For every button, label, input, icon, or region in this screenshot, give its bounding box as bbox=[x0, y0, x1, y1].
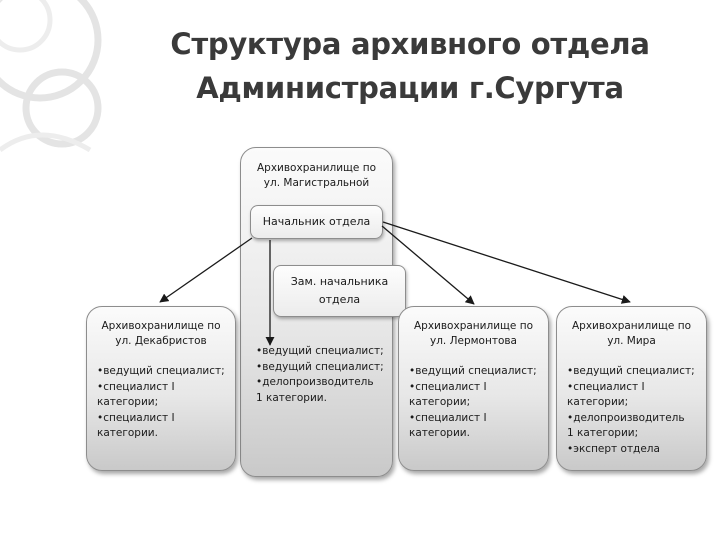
node-magistralnaya-title-1: Архивохранилище по bbox=[256, 162, 376, 174]
node-magistralnaya-title-2: ул. Магистральной bbox=[263, 177, 370, 189]
staff-item: •специалист I bbox=[97, 411, 175, 424]
staff-item: •делопроизводитель bbox=[256, 376, 374, 388]
staff-item: 1 категории; bbox=[567, 427, 639, 439]
arrow-to-mira bbox=[382, 221, 631, 304]
node-mira: Архивохранилище по ул. Мира •ведущий спе… bbox=[556, 306, 707, 471]
node-dekabristov: Архивохранилище по ул. Декабристов •веду… bbox=[86, 306, 236, 471]
arrow-to-lermontova bbox=[381, 225, 475, 305]
node-lermontova-title-2: ул. Лермонтова bbox=[430, 335, 517, 347]
staff-item: категории; bbox=[567, 396, 629, 408]
staff-item: 1 категории. bbox=[256, 391, 327, 404]
staff-item: •ведущий специалист; bbox=[409, 365, 537, 377]
staff-item: категории. bbox=[97, 427, 158, 439]
arrow-to-dekabristov bbox=[159, 237, 253, 303]
node-dekabristov-staff: •ведущий специалист; •специалист I катег… bbox=[97, 364, 225, 442]
staff-item: •ведущий специалист; bbox=[256, 345, 384, 357]
title-line-2: Администрации г.Сургута bbox=[196, 71, 624, 105]
staff-item: категории; bbox=[409, 396, 471, 408]
staff-item: категории. bbox=[409, 427, 470, 439]
staff-item: •ведущий специалист; bbox=[97, 365, 225, 377]
node-deputy: Зам. начальника отдела bbox=[273, 265, 406, 317]
node-mira-title-2: ул. Мира bbox=[607, 335, 656, 347]
node-mira-staff: •ведущий специалист; •специалист I катег… bbox=[567, 364, 695, 457]
node-lermontova-title-1: Архивохранилище по bbox=[413, 320, 533, 332]
staff-item: •ведущий специалист; bbox=[567, 365, 695, 377]
staff-item: •специалист I bbox=[97, 380, 175, 393]
staff-item: •эксперт отдела bbox=[567, 442, 660, 455]
node-mira-title-1: Архивохранилище по bbox=[571, 320, 691, 332]
node-lermontova: Архивохранилище по ул. Лермонтова •ведущ… bbox=[398, 306, 549, 471]
staff-item: •специалист I bbox=[409, 380, 487, 393]
page-title: Структура архивного отдела Администрации… bbox=[120, 22, 700, 110]
staff-item: •ведущий специалист; bbox=[256, 360, 384, 373]
staff-item: •специалист I bbox=[567, 380, 645, 393]
node-magistralnaya-staff: •ведущий специалист; •ведущий специалист… bbox=[256, 344, 384, 406]
node-dekabristov-title-1: Архивохранилище по bbox=[101, 320, 221, 332]
node-deputy-line-2: отдела bbox=[318, 293, 361, 306]
node-head: Начальник отдела bbox=[250, 205, 383, 239]
node-deputy-line-1: Зам. начальника bbox=[290, 275, 389, 288]
staff-item: •специалист I bbox=[409, 411, 487, 424]
node-lermontova-staff: •ведущий специалист; •специалист I катег… bbox=[409, 364, 537, 442]
node-dekabristov-title-2: ул. Декабристов bbox=[115, 335, 207, 347]
staff-item: категории; bbox=[97, 396, 159, 408]
staff-item: •делопроизводитель bbox=[567, 411, 685, 424]
title-line-1: Структура архивного отдела bbox=[170, 27, 650, 61]
node-head-label: Начальник отдела bbox=[262, 215, 371, 228]
